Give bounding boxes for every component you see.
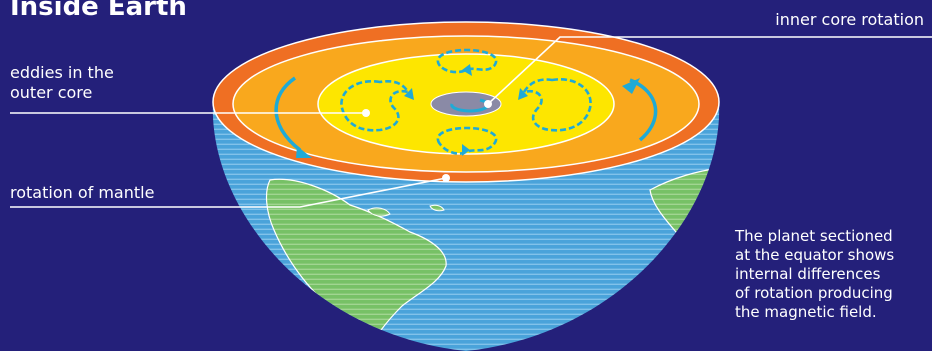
south-america-landmass xyxy=(265,178,447,351)
eddy-loop-icon xyxy=(436,126,498,155)
label-rotation-of-mantle: rotation of mantle xyxy=(10,183,155,202)
eddy-loop-icon xyxy=(340,80,411,132)
leader-lines xyxy=(10,36,932,208)
mantle-rotation-arrows xyxy=(274,76,658,158)
label-inner-core-rotation: inner core rotation xyxy=(775,10,924,29)
diagram-title: Inside Earth xyxy=(10,0,187,22)
eddy-loop-icon xyxy=(521,78,592,132)
inner-core-leader-line xyxy=(487,36,932,105)
label-eddies-outer-core: eddies in the outer core xyxy=(10,63,114,102)
eddies-leader-dot xyxy=(362,109,370,117)
mantle-leader-dot xyxy=(442,174,450,182)
mantle-leader-line xyxy=(10,177,447,208)
outer-core-eddies xyxy=(340,48,592,155)
inner-core-leader-dot xyxy=(484,100,492,108)
eddy-loop-icon xyxy=(436,48,498,74)
caribbean-islands xyxy=(367,207,391,217)
caption-text: The planet sectioned at the equator show… xyxy=(735,227,895,321)
